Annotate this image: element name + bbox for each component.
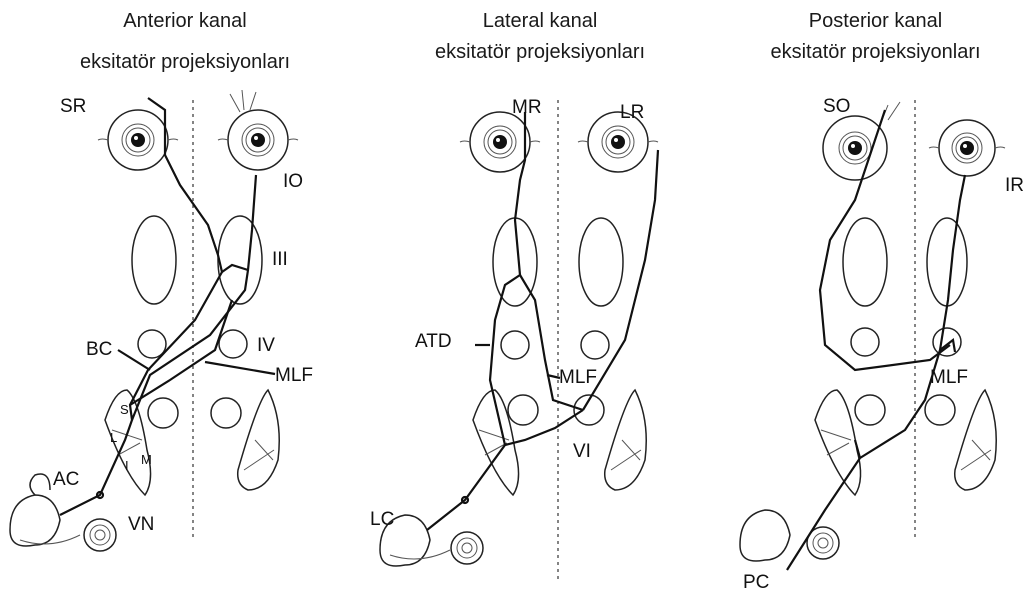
label-lc: LC [370, 510, 394, 530]
panel-lateral: Lateral kanal eksitatör projeksiyonları [355, 0, 715, 601]
lateral-diagram [355, 0, 715, 601]
label-mlf: MLF [275, 366, 313, 386]
label-so: SO [823, 97, 850, 117]
posterior-diagram [715, 0, 1036, 601]
label-sr: SR [60, 97, 86, 117]
label-mr: MR [512, 98, 542, 118]
panel-posterior: Posterior kanal eksitatör projeksiyonlar… [715, 0, 1036, 601]
label-io: IO [283, 172, 303, 192]
eye-right [578, 112, 658, 172]
eye-right [218, 90, 298, 170]
label-bc: BC [86, 340, 112, 360]
label-vi: VI [573, 442, 591, 462]
label-mlf: MLF [930, 368, 968, 388]
label-ir: IR [1005, 176, 1024, 196]
eye-left [460, 112, 540, 172]
label-vn: VN [128, 515, 154, 535]
label-lr: LR [620, 103, 644, 123]
label-pc: PC [743, 573, 769, 593]
label-atd: ATD [415, 332, 452, 352]
eye-right [929, 120, 1005, 176]
label-iii: III [272, 250, 288, 270]
label-mlf: MLF [559, 368, 597, 388]
label-l: L [110, 428, 117, 448]
label-ac: AC [53, 470, 79, 490]
label-iv: IV [257, 336, 275, 356]
panel-anterior: Anterior kanal eksitatör projeksiyonları [0, 0, 350, 601]
label-m: M [141, 450, 152, 470]
label-i: I [125, 456, 129, 476]
label-s: S [120, 400, 129, 420]
anterior-diagram [0, 0, 350, 601]
